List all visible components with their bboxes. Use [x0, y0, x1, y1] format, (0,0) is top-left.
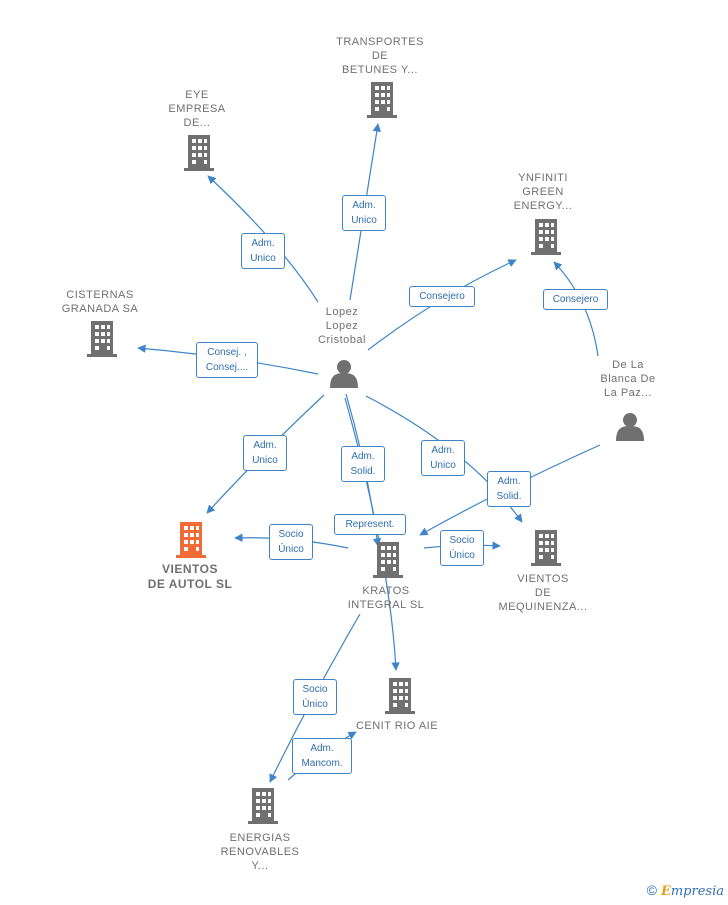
edge-label-socio-unico-energias[interactable]: Socio Único [293, 679, 337, 715]
building-icon[interactable] [531, 219, 561, 255]
building-icon[interactable] [248, 788, 278, 824]
node-label-vientos-mequinenza[interactable]: VIENTOS DE MEQUINENZA... [498, 573, 588, 613]
building-icon[interactable] [87, 321, 117, 357]
node-label-energias[interactable]: ENERGIAS RENOVABLES Y... [220, 832, 300, 872]
edge-label-adm-unico-transportes[interactable]: Adm. Unico [342, 195, 386, 231]
edge-label-consejero-lopez[interactable]: Consejero [409, 286, 475, 307]
node-label-cenit[interactable]: CENIT RIO AIE [355, 720, 439, 732]
edge-label-represent[interactable]: Represent. [334, 514, 406, 535]
copyright-icon: © [646, 882, 657, 898]
edge-label-consej-cisternas[interactable]: Consej. , Consej.... [196, 342, 258, 378]
node-label-ynfiniti[interactable]: YNFINITI GREEN ENERGY... [513, 172, 573, 212]
edge-label-adm-unico-eye[interactable]: Adm. Unico [241, 233, 285, 269]
node-label-kratos[interactable]: KRATOS INTEGRAL SL [347, 585, 425, 611]
node-label-vientos-autol[interactable]: VIENTOS DE AUTOL SL [147, 562, 233, 591]
building-icon[interactable] [367, 82, 397, 118]
edge-label-adm-mancom[interactable]: Adm. Mancom. [292, 738, 352, 774]
person-icon[interactable] [330, 360, 358, 388]
edge-label-adm-solid-lopez[interactable]: Adm. Solid. [341, 446, 385, 482]
node-label-cisternas[interactable]: CISTERNAS GRANADA SA [61, 289, 139, 315]
node-label-eye[interactable]: EYE EMPRESA DE... [168, 89, 226, 129]
edge-label-adm-solid-blanca[interactable]: Adm. Solid. [487, 471, 531, 507]
building-icon[interactable] [531, 530, 561, 566]
building-icon[interactable] [176, 522, 206, 558]
edge-label-consejero-blanca[interactable]: Consejero [543, 289, 608, 310]
brand-footer[interactable]: ©Empresia [647, 882, 724, 899]
edge-label-socio-unico-mequinenza[interactable]: Socio Único [440, 530, 484, 566]
node-label-lopez[interactable]: Lopez Lopez Cristobal [318, 306, 366, 346]
node-label-transportes[interactable]: TRANSPORTES DE BETUNES Y... [336, 36, 424, 76]
brand-logo: Empresia [660, 884, 724, 899]
building-icon[interactable] [373, 542, 403, 578]
building-icon[interactable] [184, 135, 214, 171]
node-label-delablanca[interactable]: De La Blanca De La Paz... [600, 359, 656, 399]
edge-label-socio-unico-autol[interactable]: Socio Único [269, 524, 313, 560]
edge-label-adm-unico-autol[interactable]: Adm. Unico [243, 435, 287, 471]
edge-label-adm-unico-mequinenza[interactable]: Adm. Unico [421, 440, 465, 476]
person-icon[interactable] [616, 413, 644, 441]
building-icon[interactable] [385, 678, 415, 714]
